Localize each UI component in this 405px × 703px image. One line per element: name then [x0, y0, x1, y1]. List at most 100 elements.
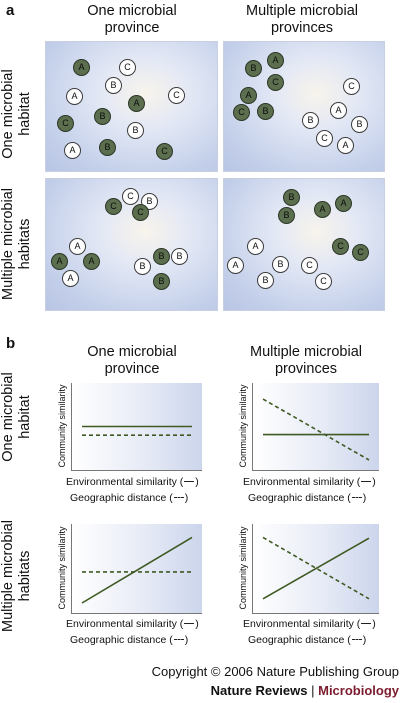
y-axis-label: Community similarity: [57, 384, 67, 468]
header-line: One microbial: [0, 372, 16, 462]
microbe-circle-a-light: A: [337, 137, 354, 154]
solid-line-legend-icon: [184, 480, 195, 482]
microbe-circle-b-dark: B: [278, 207, 295, 224]
panel-a-letter: a: [6, 2, 15, 19]
x-label-text: Environmental similarity (: [66, 476, 184, 488]
plot-svg: [262, 536, 370, 600]
environmental-similarity-line: [81, 536, 193, 604]
x-axis-label-geographic: Geographic distance (): [70, 634, 188, 646]
header-line: Multiple microbial: [245, 3, 358, 19]
x-axis-label-environmental: Environmental similarity (): [243, 618, 376, 630]
microbe-circle-b-dark: B: [245, 60, 262, 77]
header-line: province: [104, 361, 160, 377]
copyright-text: Copyright © 2006 Nature Publishing Group: [151, 664, 399, 679]
header-line: One microbial: [87, 3, 177, 19]
solid-line-legend-icon: [361, 480, 372, 482]
solid-line-legend-icon: [184, 622, 195, 624]
microbe-circle-a-light: A: [69, 238, 86, 255]
x-label-text: Geographic distance (: [70, 492, 173, 504]
microbe-circle-b-light: B: [351, 116, 368, 133]
microbe-circle-b-dark: B: [99, 139, 116, 156]
x-axis-label-environmental: Environmental similarity (): [66, 618, 199, 630]
x-axis-label-geographic: Geographic distance (): [248, 634, 366, 646]
header-line: provinces: [274, 361, 338, 377]
journal-section: Microbiology: [318, 683, 399, 698]
microbe-circle-c-dark: C: [105, 198, 122, 215]
journal-credit: Nature Reviews | Microbiology: [19, 683, 399, 698]
microbe-circle-c-light: C: [119, 59, 136, 76]
header-line: habitats: [17, 218, 33, 270]
microbe-circle-c-dark: C: [156, 143, 173, 160]
x-axis-label-environmental: Environmental similarity (): [243, 476, 376, 488]
plot-one-habitat-multiple-provinces: [252, 383, 379, 471]
microbe-circle-a-dark: A: [83, 253, 100, 270]
y-axis-label: Community similarity: [238, 384, 248, 468]
dashed-line-legend-icon: [351, 638, 362, 640]
x-label-close: ): [372, 618, 376, 630]
microbe-circle-a-light: A: [66, 88, 83, 105]
panel-a-row-header-multiple-habitats: Multiple microbial habitats: [0, 176, 36, 312]
microbe-circle-a-dark: A: [240, 87, 257, 104]
x-label-close: ): [195, 618, 199, 630]
x-label-text: Environmental similarity (: [66, 618, 184, 630]
microbe-circle-a-dark: A: [51, 253, 68, 270]
microbe-circle-c-dark: C: [57, 115, 74, 132]
x-label-close: ): [195, 476, 199, 488]
microbe-circle-b-light: B: [171, 248, 188, 265]
x-label-close: ): [362, 492, 367, 504]
journal-name: Nature Reviews: [210, 683, 308, 698]
x-axis-label-geographic: Geographic distance (): [248, 492, 366, 504]
panel-b-column-header-multiple-provinces: Multiple microbial provinces: [222, 344, 390, 378]
microbe-circle-b-dark: B: [257, 103, 274, 120]
header-line: habitat: [17, 395, 33, 439]
microbe-circle-c-light: C: [315, 273, 332, 290]
x-label-text: Geographic distance (: [248, 492, 351, 504]
microbe-circle-c-light: C: [168, 87, 185, 104]
header-line: habitats: [17, 550, 33, 602]
microbe-circle-b-dark: B: [153, 248, 170, 265]
x-label-close: ): [362, 634, 367, 646]
microbe-circle-b-dark: B: [153, 273, 170, 290]
y-axis-label: Community similarity: [57, 526, 67, 610]
microbe-circle-c-light: C: [122, 188, 139, 205]
microbe-circle-c-light: C: [343, 78, 360, 95]
geographic-distance-line: [262, 398, 370, 461]
plot-svg: [82, 425, 192, 437]
microbe-circle-b-light: B: [302, 112, 319, 129]
y-axis-label: Community similarity: [238, 526, 248, 610]
microbe-circle-b-dark: B: [94, 108, 111, 125]
x-label-text: Geographic distance (: [70, 634, 173, 646]
microbe-circle-b-light: B: [257, 272, 274, 289]
microbe-circle-a-dark: A: [335, 195, 352, 212]
header-line: Multiple microbial: [249, 344, 362, 360]
microbe-circle-b-dark: B: [283, 189, 300, 206]
microbe-circle-c-light: C: [316, 130, 333, 147]
microbe-circle-b-light: B: [105, 77, 122, 94]
microbe-circle-c-light: C: [301, 257, 318, 274]
header-line: Multiple microbial: [0, 188, 16, 301]
solid-line-legend-icon: [361, 622, 372, 624]
plot-svg: [262, 398, 370, 461]
panel-b-letter: b: [6, 335, 16, 352]
header-line: provinces: [270, 20, 334, 36]
x-label-text: Environmental similarity (: [243, 618, 361, 630]
x-label-close: ): [372, 476, 376, 488]
panel-a-column-header-multiple-provinces: Multiple microbial provinces: [222, 3, 382, 37]
microbe-circle-a-dark: A: [73, 59, 90, 76]
header-line: province: [104, 20, 160, 36]
panel-a-column-header-one-province: One microbial province: [52, 3, 212, 37]
x-label-close: ): [184, 492, 189, 504]
separator: |: [307, 683, 319, 698]
header-line: habitat: [17, 92, 33, 136]
header-line: One microbial: [0, 69, 16, 159]
plot-one-habitat-one-province: [71, 383, 202, 471]
microbe-circle-b-light: B: [272, 256, 289, 273]
microbe-circle-a-light: A: [64, 142, 81, 159]
dashed-line-legend-icon: [351, 496, 362, 498]
microbe-circle-a-light: A: [62, 270, 79, 287]
microbe-circle-c-dark: C: [332, 238, 349, 255]
microbe-circle-a-dark: A: [314, 201, 331, 218]
microbe-circle-a-dark: A: [128, 95, 145, 112]
x-axis-label-environmental: Environmental similarity (): [66, 476, 199, 488]
microbe-circle-c-dark: C: [267, 74, 284, 91]
